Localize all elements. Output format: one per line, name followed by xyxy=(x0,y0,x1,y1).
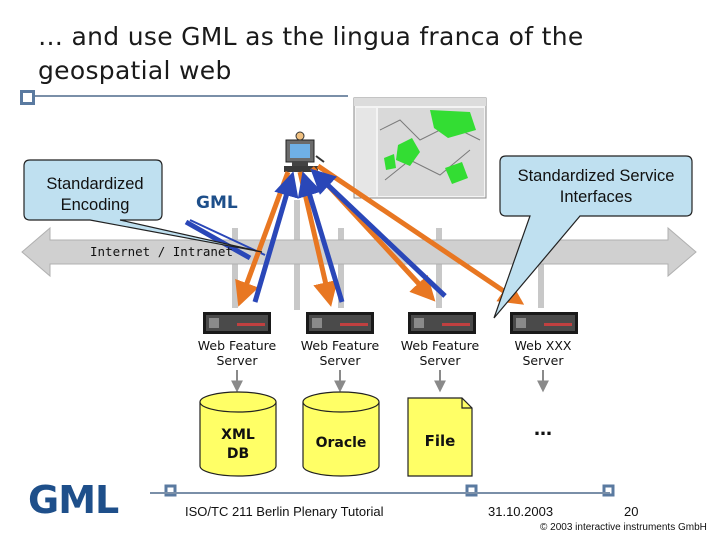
store-label-file: File xyxy=(424,432,456,450)
server-label-2: Web Feature Server xyxy=(300,338,380,368)
footer-bullet-icon xyxy=(602,484,615,497)
slide-title: … and use GML as the lingua franca of th… xyxy=(38,22,584,85)
server-rack-icon xyxy=(203,312,271,334)
computer-user-icon xyxy=(284,131,325,172)
store-label-oracle: Oracle xyxy=(315,435,367,451)
blue-response-arrows xyxy=(184,168,447,303)
footer-bullet-icon xyxy=(465,484,478,497)
footer-bullet-icon xyxy=(164,484,177,497)
store-label-ellipsis: … xyxy=(534,419,552,440)
server-rack-icon xyxy=(306,312,374,334)
store-down-arrows xyxy=(231,370,549,393)
right-callout-bubble xyxy=(493,155,693,319)
server-label-3: Web Feature Server xyxy=(400,338,480,368)
gml-label: GML xyxy=(196,193,238,213)
footer-copyright: © 2003 interactive instruments GmbH xyxy=(540,522,707,533)
network-label: Internet / Intranet xyxy=(90,244,233,259)
gml-logo: GML xyxy=(28,478,119,522)
gml-connector-line xyxy=(189,219,266,256)
server-rack-icon xyxy=(510,312,578,334)
title-divider xyxy=(30,95,348,97)
server-label-1: Web Feature Server xyxy=(197,338,277,368)
footer-page-number: 20 xyxy=(624,504,639,519)
footer-event: ISO/TC 211 Berlin Plenary Tutorial xyxy=(185,504,384,519)
server-label-4: Web XXX Server xyxy=(514,338,572,368)
left-callout-bubble xyxy=(23,159,263,253)
file-document-icon xyxy=(407,397,473,477)
map-screenshot-icon xyxy=(353,97,487,199)
server-rack-icon xyxy=(408,312,476,334)
oracle-cylinder xyxy=(302,391,380,477)
footer-date: 31.10.2003 xyxy=(488,504,554,519)
title-bullet-icon xyxy=(20,90,35,105)
left-callout-text: Standardized Encoding xyxy=(46,175,144,214)
xml-db-cylinder xyxy=(199,391,277,477)
right-callout-text: Standardized Service Interfaces xyxy=(517,167,675,206)
store-label-xml-db: XML DB xyxy=(221,427,255,462)
footer-divider xyxy=(150,492,610,494)
